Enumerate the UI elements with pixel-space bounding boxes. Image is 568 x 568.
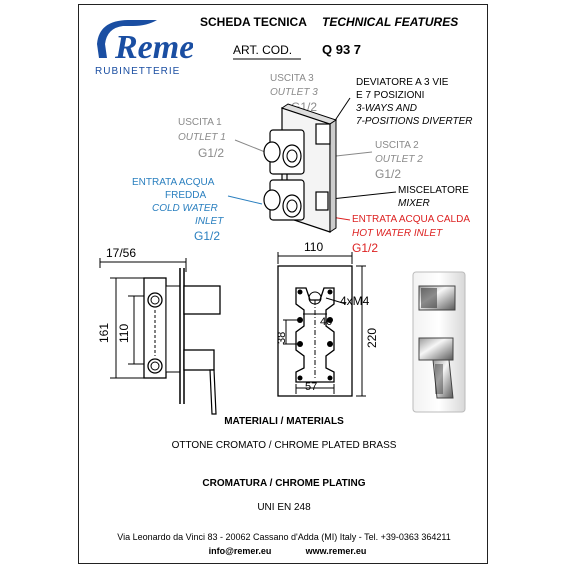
label-diverter-2: 7-POSITIONS DIVERTER — [356, 116, 473, 127]
footer-website[interactable]: www.remer.eu — [305, 546, 367, 556]
label-uscita-1: USCITA 1 — [178, 117, 222, 128]
leader-cold — [227, 195, 263, 205]
dim-110-top: 110 — [304, 240, 324, 254]
title-english: TECHNICAL FEATURES — [322, 15, 459, 29]
outlet-2-thread — [286, 149, 298, 163]
dim-38: 38 — [276, 331, 288, 344]
article-code: Q 93 7 — [322, 42, 362, 57]
label-uscita-3: USCITA 3 — [270, 73, 314, 84]
label-deviatore-1: DEVIATORE A 3 VIE — [356, 77, 449, 88]
back-plate-side — [329, 119, 337, 233]
label-outlet-2: OUTLET 2 — [375, 154, 423, 165]
hot-port — [282, 194, 302, 218]
leader-outlet-1 — [234, 139, 266, 153]
plating-title: CROMATURA / CHROME PLATING — [202, 478, 366, 489]
dim-40: 40 — [320, 316, 333, 328]
label-hot-inlet-it: ENTRATA ACQUA CALDA — [352, 214, 470, 225]
article-code-label: ART. COD. — [233, 43, 293, 57]
label-cold-inlet-en-1: COLD WATER — [152, 203, 218, 214]
dim-4xm4: 4xM4 — [340, 294, 370, 308]
label-hot-inlet-en: HOT WATER INLET — [352, 228, 443, 239]
dim-57: 57 — [305, 381, 318, 393]
materials-value: OTTONE CROMATO / CHROME PLATED BRASS — [171, 440, 397, 451]
footer-address: Via Leonardo da Vinci 83 - 20062 Cassano… — [117, 532, 451, 542]
label-g-cold: G1/2 — [194, 229, 221, 243]
article-underline — [233, 58, 301, 60]
photo-mixer-knob — [418, 337, 454, 361]
label-miscelatore: MISCELATORE — [398, 185, 469, 196]
label-cold-inlet-en-2: INLET — [195, 216, 224, 227]
label-deviatore-2: E 7 POSIZIONI — [356, 90, 425, 101]
label-diverter-1: 3-WAYS AND — [356, 103, 417, 114]
diverter-spindle — [315, 123, 331, 145]
label-g-outlet-1: G1/2 — [198, 146, 225, 160]
product-photo — [412, 271, 466, 413]
label-mixer: MIXER — [398, 198, 430, 209]
dim-220: 220 — [365, 327, 379, 348]
label-g-outlet-2: G1/2 — [375, 167, 402, 181]
label-outlet-3: OUTLET 3 — [270, 87, 318, 98]
side-port-top — [147, 292, 163, 308]
materials-title: MATERIALI / MATERIALS — [224, 416, 344, 427]
photo-mixer-lever — [432, 359, 454, 399]
title-italian: SCHEDA TECNICA — [200, 15, 307, 29]
brand-subtitle: RUBINETTERIE — [95, 66, 181, 77]
footer-email[interactable]: info@remer.eu — [208, 546, 272, 556]
dim-17-56: 17/56 — [106, 246, 137, 260]
brand-name: Remer — [114, 29, 193, 66]
side-port-bottom — [147, 358, 163, 374]
remer-logo: Remer — [97, 20, 193, 66]
plating-value: UNI EN 248 — [257, 502, 311, 513]
label-outlet-1: OUTLET 1 — [178, 132, 226, 143]
label-cold-inlet-it-2: FREDDA — [165, 190, 207, 201]
label-g-hot: G1/2 — [352, 241, 379, 255]
side-diverter-handle — [183, 285, 221, 315]
outlet-1-port — [263, 141, 281, 163]
outlet-2-port — [282, 144, 302, 168]
label-cold-inlet-it-1: ENTRATA ACQUA — [132, 177, 215, 188]
side-mixer-handle — [183, 349, 215, 371]
hot-thread — [286, 199, 298, 213]
cold-port — [263, 189, 281, 211]
side-mixer-lever — [209, 369, 217, 415]
label-uscita-2: USCITA 2 — [375, 140, 419, 151]
mixer-spindle — [315, 191, 329, 211]
